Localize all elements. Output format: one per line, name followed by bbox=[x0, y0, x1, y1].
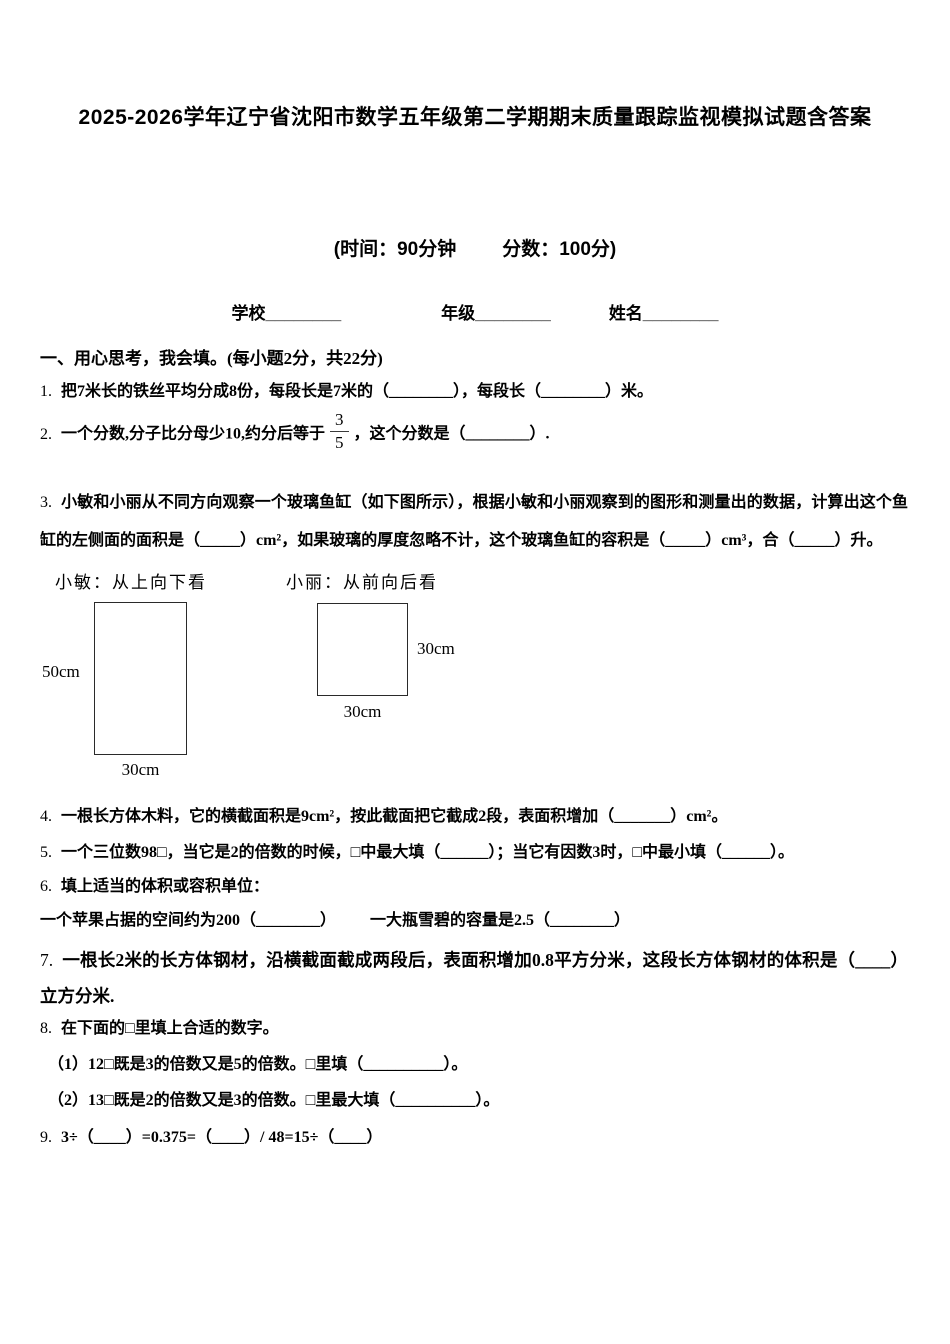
question-8-sub-2: （2）13□既是2的倍数又是3的倍数。□里最大填（__________）。 bbox=[48, 1092, 500, 1110]
fraction-numerator: 3 bbox=[330, 410, 349, 432]
grade-field: 年级________ bbox=[441, 304, 551, 323]
question-7: 7.一根长2米的长方体钢材，沿横截面截成两段后，表面积增加0.8平方分米，这段长… bbox=[0, 942, 950, 1014]
question-6-blanks-line: 一个苹果占据的空间约为200（________） 一大瓶雪碧的容量是2.5（___… bbox=[0, 909, 950, 933]
front-view-caption: 小丽：从前向后看 bbox=[286, 573, 438, 593]
question-2-number: 2. bbox=[40, 425, 52, 443]
question-4-text: 一根长方体木料，它的横截面积是9cm²，按此截面把它截成2段，表面积增加（___… bbox=[61, 808, 728, 826]
question-6-number: 6. bbox=[40, 878, 52, 896]
top-view-width-label: 30cm bbox=[121, 760, 160, 780]
question-3: 3.小敏和小丽从不同方向观察一个玻璃鱼缸（如下图所示），根据小敏和小丽观察到的图… bbox=[0, 484, 950, 560]
question-8-text: 在下面的□里填上合适的数字。 bbox=[61, 1020, 279, 1038]
question-3-number: 3. bbox=[40, 494, 52, 512]
fish-tank-views-figure: 小敏：从上向下看 小丽：从前向后看 50cm 30cm 30cm 30cm bbox=[0, 566, 950, 796]
question-5-number: 5. bbox=[40, 844, 52, 862]
question-6: 6. 填上适当的体积或容积单位： bbox=[0, 875, 950, 899]
question-4: 4. 一根长方体木料，它的横截面积是9cm²，按此截面把它截成2段，表面积增加（_… bbox=[0, 805, 950, 829]
time-label: (时间：90分钟 bbox=[333, 239, 457, 260]
exam-title: 2025-2026学年辽宁省沈阳市数学五年级第二学期期末质量跟踪监视模拟试题含答… bbox=[78, 106, 872, 129]
question-1-text: 把7米长的铁丝平均分成8份，每段长是7米的（________），每段长（____… bbox=[61, 383, 654, 400]
question-8: 8. 在下面的□里填上合适的数字。 bbox=[0, 1017, 950, 1041]
question-8-number: 8. bbox=[40, 1020, 52, 1038]
question-1: 1. 把7米长的铁丝平均分成8份，每段长是7米的（________），每段长（__… bbox=[0, 380, 950, 404]
top-view-height-label: 50cm bbox=[42, 662, 80, 682]
top-view-rectangle bbox=[94, 602, 187, 756]
question-5: 5. 一个三位数98□，当它是2的倍数的时候，□中最大填（______）；当它有因… bbox=[0, 841, 950, 865]
question-9-text: 3÷（____）=0.375=（____）/ 48=15÷（____） bbox=[61, 1129, 383, 1147]
question-5-text: 一个三位数98□，当它是2的倍数的时候，□中最大填（______）；当它有因数3… bbox=[61, 844, 794, 862]
exam-meta-line: (时间：90分钟 分数：100分) bbox=[0, 237, 950, 262]
front-view-width-label: 30cm bbox=[343, 702, 382, 722]
student-info-line: 学校________ 年级________ 姓名________ bbox=[0, 302, 950, 325]
score-label: 分数：100分) bbox=[502, 239, 617, 260]
question-6-apple-part: 一个苹果占据的空间约为200（________） bbox=[40, 912, 337, 930]
school-field: 学校________ bbox=[231, 304, 342, 323]
question-9: 9. 3÷（____）=0.375=（____）/ 48=15÷（____） bbox=[0, 1126, 950, 1150]
question-1-number: 1. bbox=[40, 383, 52, 400]
question-9-number: 9. bbox=[40, 1129, 52, 1147]
question-4-number: 4. bbox=[40, 808, 52, 826]
section-1-heading: 一、用心思考，我会填。(每小题2分，共22分) bbox=[40, 349, 383, 368]
question-2-text-post: ，这个分数是（________）. bbox=[353, 425, 550, 443]
question-6-sprite-part: 一大瓶雪碧的容量是2.5（________） bbox=[370, 912, 631, 930]
question-3-text: 小敏和小丽从不同方向观察一个玻璃鱼缸（如下图所示），根据小敏和小丽观察到的图形和… bbox=[40, 494, 908, 550]
question-6-text: 填上适当的体积或容积单位： bbox=[61, 878, 270, 896]
name-field: 姓名________ bbox=[608, 304, 719, 323]
question-2-text-pre: 一个分数,分子比分母少10,约分后等于 bbox=[61, 425, 326, 443]
front-view-rectangle bbox=[317, 603, 408, 697]
question-8-sub-1: （1）12□既是3的倍数又是5的倍数。□里填（__________）。 bbox=[48, 1056, 468, 1074]
fraction-denominator: 5 bbox=[335, 432, 344, 452]
question-7-text: 一根长2米的长方体钢材，沿横截面截成两段后，表面积增加0.8平方分米，这段长方体… bbox=[40, 950, 908, 1007]
top-view-caption: 小敏：从上向下看 bbox=[55, 573, 207, 593]
question-7-number: 7. bbox=[40, 950, 54, 971]
front-view-height-label: 30cm bbox=[417, 639, 455, 659]
